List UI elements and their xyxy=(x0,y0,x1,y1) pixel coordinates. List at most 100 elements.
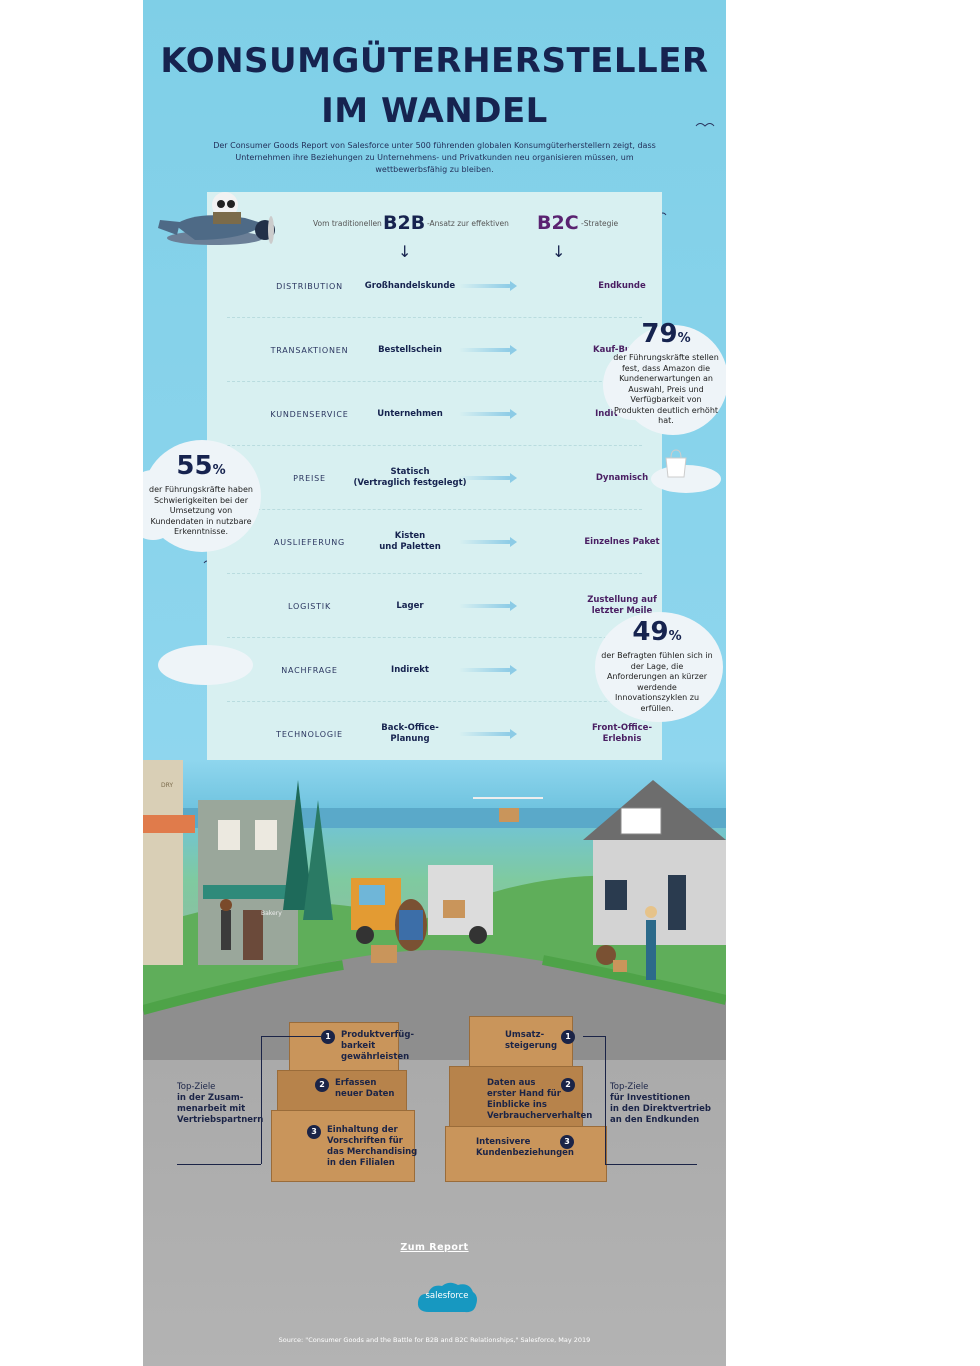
b2c-heading: B2C xyxy=(537,212,579,234)
goal-line xyxy=(177,1164,261,1165)
row-divider xyxy=(227,509,642,510)
left-goal-2-text: Erfassen neuer Daten xyxy=(335,1078,395,1099)
town-scene-illustration xyxy=(143,760,726,1060)
salesforce-logo[interactable]: salesforce xyxy=(415,1278,479,1318)
shop-sign-1: DRY xyxy=(161,782,174,789)
goal-line xyxy=(605,1164,697,1165)
row-divider xyxy=(227,573,642,574)
row-b2b-value: Back-Office- Planung xyxy=(381,723,439,744)
comparison-row: NACHFRAGEIndirektDirekt xyxy=(207,638,662,702)
row-b2c-value: Einzelnes Paket xyxy=(584,536,660,547)
cloud-truck xyxy=(158,645,253,685)
row-divider xyxy=(227,637,642,638)
box-left-3 xyxy=(271,1110,415,1182)
header-prefix: Vom traditionellen xyxy=(313,219,382,228)
row-arrow-icon xyxy=(459,281,517,291)
left-goal-1-text: Produktverfüg- barkeit gewährleisten xyxy=(341,1030,414,1062)
row-arrow-icon xyxy=(459,729,517,739)
goal-number-badge: 3 xyxy=(560,1135,574,1149)
source-citation: Source: "Consumer Goods and the Battle f… xyxy=(278,1336,591,1344)
right-goal-3-text: Intensivere Kundenbeziehungen xyxy=(476,1137,574,1158)
row-b2b-value: Bestellschein xyxy=(378,344,442,355)
goal-number-badge: 3 xyxy=(307,1125,321,1139)
comparison-panel xyxy=(207,192,662,760)
infographic-poster: KONSUMGÜTERHERSTELLER IM WANDEL Der Cons… xyxy=(143,0,726,1366)
row-arrow-icon xyxy=(459,537,517,547)
stat-49: 49% der Befragten fühlen sich in der Lag… xyxy=(601,618,713,714)
shopping-bag-icon xyxy=(665,449,687,478)
row-arrow-icon xyxy=(459,665,517,675)
row-category: PREISE xyxy=(293,473,326,483)
right-goal-2-text: Daten aus erster Hand für Einblicke ins … xyxy=(487,1078,593,1121)
intro-text: Der Consumer Goods Report von Salesforce… xyxy=(213,141,656,174)
b2b-arrow-down-icon: ↓ xyxy=(398,242,412,261)
airplane-mascot-illustration xyxy=(158,192,275,245)
row-b2c-value: Kauf-Button xyxy=(593,344,651,355)
comparison-row: KUNDENSERVICEUnternehmenIndividuum xyxy=(207,382,662,446)
box-right-1 xyxy=(469,1016,573,1072)
strategy-header: Vom traditionellen B2B -Ansatz zur effek… xyxy=(207,210,662,240)
page-title: KONSUMGÜTERHERSTELLER IM WANDEL xyxy=(143,36,726,136)
stat-79: 79% der Führungskräfte stellen fest, das… xyxy=(611,320,721,427)
report-link[interactable]: Zum Report xyxy=(400,1242,469,1253)
row-category: TRANSAKTIONEN xyxy=(270,345,349,355)
row-b2c-value: Zustellung auf letzter Meile xyxy=(587,595,657,616)
left-goals-label-top: Top-Ziele xyxy=(177,1082,216,1092)
row-category: AUSLIEFERUNG xyxy=(273,537,346,547)
goal-number-badge: 2 xyxy=(315,1078,329,1092)
left-goal-1: 1 Produktverfüg- barkeit gewährleisten xyxy=(321,1030,414,1062)
b2b-heading: B2B xyxy=(383,212,426,234)
row-b2b-value: Indirekt xyxy=(391,664,429,675)
title-line-1: KONSUMGÜTERHERSTELLER xyxy=(160,41,709,81)
right-goal-1-text: Umsatz- steigerung xyxy=(505,1030,558,1051)
row-b2b-value: Kisten und Paletten xyxy=(379,531,441,552)
goal-line xyxy=(583,1036,605,1037)
stat-79-text: der Führungskräfte stellen fest, dass Am… xyxy=(613,353,719,425)
goal-number-badge: 1 xyxy=(321,1030,335,1044)
goal-number-badge: 1 xyxy=(561,1030,575,1044)
cloud-49 xyxy=(595,612,723,722)
stat-49-text: der Befragten fühlen sich in der Lage, d… xyxy=(601,651,713,713)
comparison-row: AUSLIEFERUNG Kisten und Paletten Einzelnes… xyxy=(207,510,662,574)
right-goal-2: Daten aus erster Hand für Einblicke ins … xyxy=(487,1078,593,1122)
row-category: KUNDENSERVICE xyxy=(270,409,349,419)
row-arrow-icon xyxy=(459,345,517,355)
comparison-row: TRANSAKTIONEN Bestellschein Kauf-Button xyxy=(207,318,662,382)
header-middle: -Ansatz zur effektiven xyxy=(427,219,509,228)
cloud-shopping-bag xyxy=(651,465,721,493)
goal-line xyxy=(605,1036,606,1164)
row-category: TECHNOLOGIE xyxy=(276,729,343,739)
stat-79-number: 79% xyxy=(641,319,691,349)
left-goal-2: 2 Erfassen neuer Daten xyxy=(315,1078,394,1099)
row-b2c-value: Front-Office- Erlebnis xyxy=(592,723,652,744)
cloud-79-puff xyxy=(603,350,663,420)
right-goals-label: Top-Ziele für Investitionen in den Direk… xyxy=(610,1082,720,1126)
box-right-2 xyxy=(449,1066,583,1132)
goal-line xyxy=(261,1036,262,1164)
stat-55-text: der Führungskräfte haben Schwierigkeiten… xyxy=(149,485,253,536)
row-category: NACHFRAGE xyxy=(281,665,338,675)
row-divider xyxy=(227,317,642,318)
row-divider xyxy=(227,381,642,382)
row-b2b-value: Großhandelskunde xyxy=(364,280,456,291)
left-goals-label: Top-Ziele in der Zusam- menarbeit mit Ve… xyxy=(177,1082,267,1126)
row-arrow-icon xyxy=(459,409,517,419)
shop-sign-2: Bakery xyxy=(261,910,282,917)
header-suffix: -Strategie xyxy=(581,219,619,228)
row-b2c-value: Endkunde xyxy=(598,280,646,291)
left-goals-label-bold: in der Zusam- menarbeit mit Vertriebspar… xyxy=(177,1093,264,1125)
salesforce-cloud-icon xyxy=(417,1282,477,1313)
b2c-arrow-down-icon: ↓ xyxy=(552,242,566,261)
stat-55: 55% der Führungskräfte haben Schwierigke… xyxy=(147,452,255,538)
bird-icon xyxy=(695,123,715,127)
goal-line xyxy=(261,1036,321,1037)
box-right-3 xyxy=(445,1126,607,1182)
right-goals-label-bold: für Investitionen in den Direktvertrieb … xyxy=(610,1093,711,1125)
logo-text: salesforce xyxy=(425,1291,469,1301)
